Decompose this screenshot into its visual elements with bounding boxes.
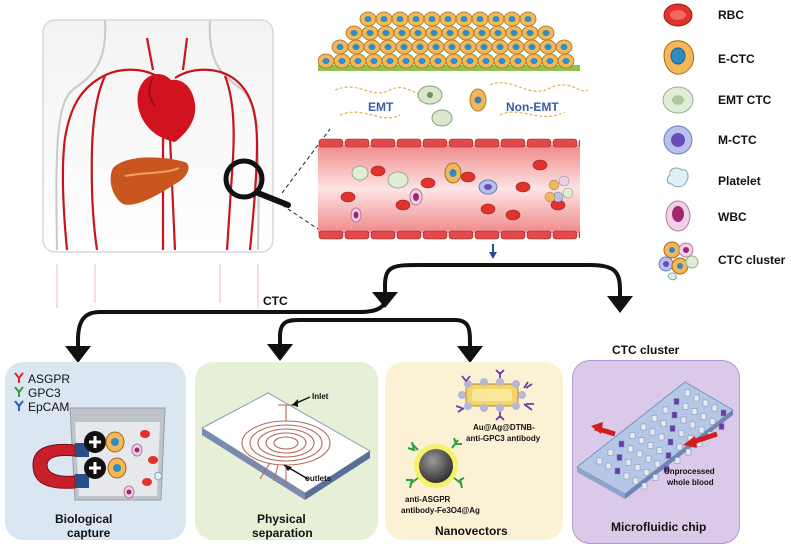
emt-label: EMT [368,100,394,114]
ctc-cluster-header: CTC cluster [612,343,680,357]
physical-title-line1: Physical [257,512,306,526]
magnifier-icon [223,158,291,208]
sample-label-line1: Unprocessed [664,467,715,476]
legend-label-m-ctc: M-CTC [718,133,757,147]
outlets-label: outlets [305,474,332,483]
spiral-chip [201,392,371,500]
legend-label-ctc-cluster: CTC cluster [718,253,786,267]
ctc-label: CTC [263,294,288,308]
legend-label-emt-ctc: EMT CTC [718,93,772,107]
magnetic-beaker [32,407,166,501]
probe-label-line2: anti-GPC3 antibody [466,434,541,443]
legend-icons [658,3,699,281]
liver [110,157,189,205]
non-emt-label: Non-EMT [506,100,559,114]
m-ctc-icon [663,125,693,155]
legend-label-wbc: WBC [718,210,747,224]
microfluidic-chip-drawing [576,381,734,499]
tumor-tissue [318,11,580,71]
emt-ctc-icon [662,86,694,114]
platelet-icon [666,167,689,188]
microfluidic-title: Microfluidic chip [611,520,707,534]
legend-label-e-ctc: E-CTC [718,52,755,66]
down-arrow-icon [489,244,497,259]
antibody-label-epcam: EpCAM [28,400,70,414]
ctc-cluster-icon [658,241,699,281]
legend-label-platelet: Platelet [718,174,761,188]
sample-label-line2: whole blood [667,478,714,487]
inlet-label: Inlet [312,392,329,401]
rbc-icon [663,3,693,27]
particle-label-line1: anti-ASGPR [405,495,451,504]
biological-title-line1: Biological [55,512,113,526]
wbc-icon [665,200,691,232]
nanovectors-title: Nanovectors [435,524,508,538]
antibody-label-gpc3: GPC3 [28,386,61,400]
antibody-icons [14,372,24,411]
legend-label-rbc: RBC [718,8,744,22]
antibody-label-asgpr: ASGPR [28,372,71,386]
biological-title-line2: capture [67,526,111,540]
physical-title-line2: separation [252,526,313,540]
magnetic-nanoparticle [406,437,465,489]
flow-arrows [65,263,633,363]
probe-label-line1: Au@Ag@DTNB- [473,423,535,432]
particle-label-line2: antibody-Fe3O4@Ag [401,506,480,515]
emt-migration [334,82,589,127]
heart [137,74,196,142]
blood-vessel [318,138,580,240]
nanorod-probe [455,369,534,421]
anatomy-illustration [42,19,274,308]
e-ctc-icon [663,40,694,75]
